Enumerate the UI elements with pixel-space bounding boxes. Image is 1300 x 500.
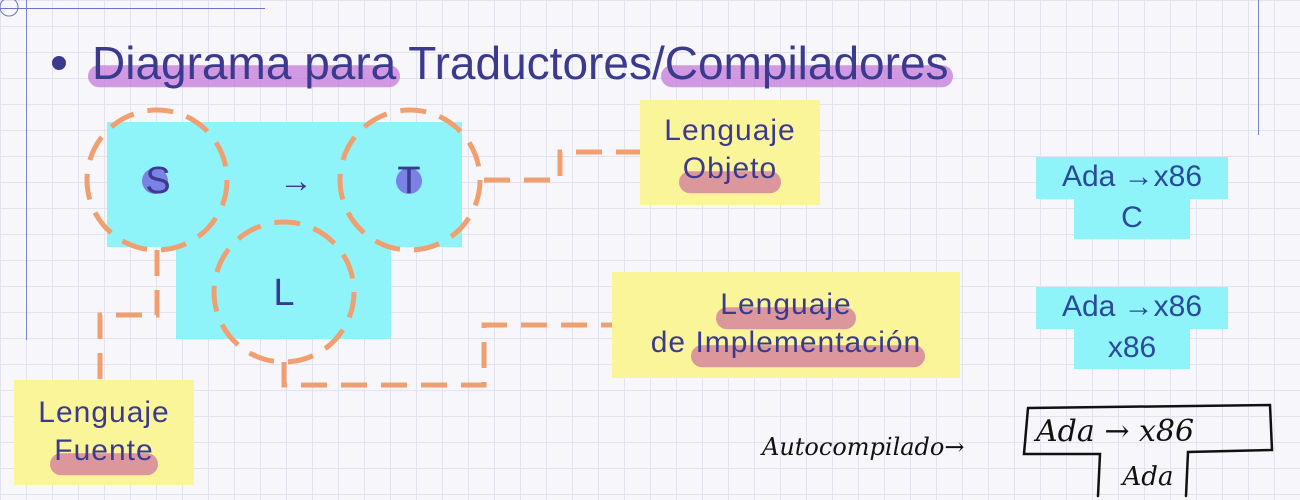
impl-circle bbox=[211, 219, 357, 365]
handwritten-tdiagram bbox=[1022, 403, 1274, 498]
translation-arrow: → bbox=[279, 162, 313, 200]
slide-frame-left bbox=[26, 0, 27, 340]
label-lenguaje-implementacion: Lenguaje de Implementación bbox=[612, 272, 960, 378]
title-highlight-1: Diagrama para bbox=[92, 37, 397, 89]
hand-top-text: Ada → x86 bbox=[1036, 414, 1194, 449]
slide-frame-right bbox=[1258, 0, 1259, 135]
example2-top bbox=[1036, 287, 1228, 329]
corner-crosshair-icon bbox=[0, 0, 19, 17]
example1-target: x86 bbox=[1153, 160, 1203, 193]
label-lenguaje-fuente: Lenguaje Fuente bbox=[14, 380, 194, 485]
source-circle bbox=[84, 107, 230, 253]
hand-label: Autocompilado bbox=[762, 433, 945, 461]
objeto-connector bbox=[484, 149, 640, 183]
example1-impl: C bbox=[1121, 201, 1143, 234]
objeto-line2: Objeto bbox=[682, 152, 778, 185]
example1-top-text: Ada →x86 bbox=[1036, 160, 1228, 194]
fuente-line2: Fuente bbox=[54, 434, 154, 467]
title-highlight-2: Compiladores bbox=[664, 37, 949, 89]
slide-title: Diagrama para Traductores/Compiladores bbox=[52, 28, 1152, 98]
hand-arrow: → bbox=[944, 433, 965, 461]
example1-source: Ada bbox=[1061, 160, 1116, 193]
example2-impl: x86 bbox=[1107, 331, 1157, 364]
bullet-icon bbox=[52, 55, 66, 70]
example1-top bbox=[1036, 157, 1228, 199]
source-language: S bbox=[145, 160, 171, 202]
impl-connector bbox=[281, 322, 612, 388]
fuente-line1: Lenguaje bbox=[38, 396, 170, 429]
target-circle bbox=[337, 107, 483, 253]
implementation-language: L bbox=[273, 272, 295, 314]
example2-top-text: Ada →x86 bbox=[1036, 290, 1228, 324]
example1-bottom bbox=[1074, 199, 1190, 239]
example2-target: x86 bbox=[1153, 290, 1203, 323]
impl-line2-prefix: de bbox=[650, 326, 687, 359]
hand-target: x86 bbox=[1139, 414, 1195, 449]
handwritten-autocompilado: Autocompilado→ bbox=[762, 433, 964, 461]
source-dot bbox=[142, 168, 168, 194]
impl-line1: Lenguaje bbox=[720, 288, 852, 321]
title-middle: Traductores/ bbox=[408, 37, 665, 89]
example2-bottom bbox=[1074, 329, 1190, 369]
example1-arrow: → bbox=[1123, 160, 1154, 193]
hand-arrow2: → bbox=[1104, 414, 1130, 449]
impl-line2-highlight: Implementación bbox=[695, 326, 922, 359]
target-language: T bbox=[397, 160, 421, 202]
example2-source: Ada bbox=[1061, 290, 1116, 323]
objeto-line1: Lenguaje bbox=[664, 114, 796, 147]
example2-arrow: → bbox=[1123, 290, 1154, 323]
hand-source: Ada bbox=[1036, 414, 1095, 449]
hand-impl: Ada bbox=[1122, 462, 1174, 492]
slide-frame-top bbox=[0, 0, 265, 9]
target-dot bbox=[396, 168, 422, 194]
fuente-connector bbox=[97, 250, 160, 390]
label-lenguaje-objeto: Lenguaje Objeto bbox=[640, 100, 820, 205]
